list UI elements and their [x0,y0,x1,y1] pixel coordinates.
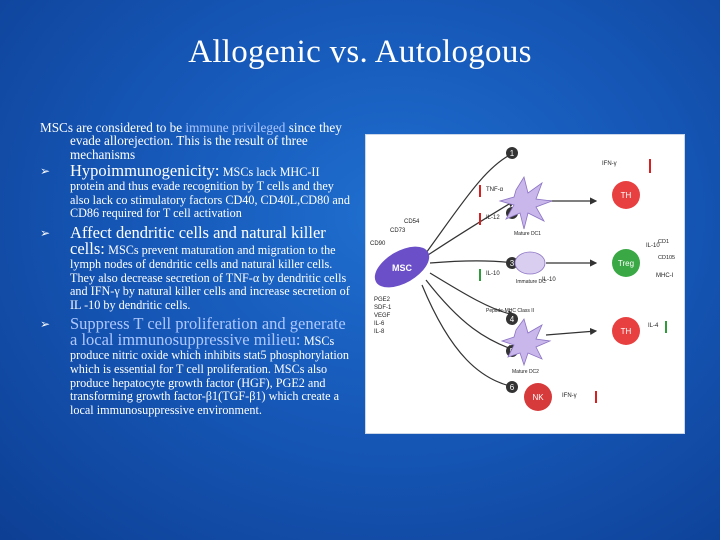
bullet-text: MSCs lack MHC-II protein and thus evade … [70,165,350,221]
pathway-line-3 [429,258,516,266]
soluble-factor: IL-8 [374,329,385,335]
soluble-factor: IL-6 [374,321,385,327]
factor-label: IL-12 [486,215,500,221]
pathway-line-2 [427,200,516,256]
bullet-text: MSCs prevent maturation and migration to… [70,243,350,312]
factor-label: MHC-I [656,273,674,279]
bullet-heading: Hypoimmunogenicity: [70,161,220,181]
svg-text:Mature DC2: Mature DC2 [512,369,539,375]
svg-text:TH: TH [621,191,632,200]
bullet-dendritic-nk: ➢ Affect dendritic cells and natural kil… [40,223,352,312]
factor-label: IL-10 [486,271,500,277]
th2-cell: TH [612,317,640,345]
peptide-label: Peptide-MHC Class II [486,308,534,314]
soluble-factor: PGE2 [374,297,391,303]
mature-dc1: Mature DC1 [498,175,553,237]
msc-cell: MSC [374,246,430,288]
factor-label: IL-10 [646,243,660,249]
svg-text:Mature DC1: Mature DC1 [514,231,541,237]
step-number: 3 [510,259,515,268]
svg-text:Immature DC: Immature DC [516,279,546,285]
bullet-t-cell-suppression: ➢ Suppress T cell proliferation and gene… [40,316,352,416]
right-marker: CD105 [658,255,675,261]
pathway-line-5 [425,279,516,352]
marker-label: CD54 [404,219,420,225]
svg-text:TH: TH [621,327,632,336]
bullet-text: MSCs produce nitric oxide which inhibits… [70,334,349,417]
treg-cell: Treg [612,249,640,277]
svg-text:Treg: Treg [618,259,634,268]
factor-label: TNF-α [486,187,504,193]
msc-immunomodulation-figure: MSC CD90 CD54 CD73 PGE2 SDF-1 VEGF IL-6 … [365,134,685,434]
intro-suffix: since they evade allorejection. This is … [70,120,342,162]
bullet-heading: Affect dendritic cells and natural kille… [70,223,326,258]
step-number: 4 [510,315,515,324]
bullet-heading: Suppress T cell proliferation and genera… [70,314,346,350]
bullet-hypoimmunogenicity: ➢ Hypoimmunogenicity: MSCs lack MHC-II p… [40,161,352,221]
intro-paragraph: MSCs are considered to be immune privile… [40,121,352,161]
pathway-line-1 [425,152,516,254]
step-number: 6 [510,383,515,392]
marker-label: CD73 [390,228,406,234]
figure-diagram: MSC CD90 CD54 CD73 PGE2 SDF-1 VEGF IL-6 … [370,147,675,411]
bullet-arrow-icon: ➢ [40,164,51,179]
factor-label: IL-4 [648,323,659,329]
pathway-line-6 [421,284,516,390]
immature-dc: Immature DC [514,251,546,285]
intro-highlight: immune privileged [185,120,286,135]
nk-cell: NK [524,383,552,411]
soluble-factor: VEGF [374,313,391,319]
svg-text:NK: NK [532,393,544,402]
mature-dc2: Mature DC2 [500,318,552,375]
pathway-line-4 [429,272,516,318]
bullet-arrow-icon: ➢ [40,317,51,332]
svg-text:MSC: MSC [392,263,413,273]
slide-body: MSCs are considered to be immune privile… [40,121,352,416]
soluble-factor: SDF-1 [374,305,392,311]
marker-label: CD90 [370,241,386,247]
th-cell: TH [612,181,640,209]
factor-label: IL-10 [542,277,556,283]
step-number: 1 [510,149,515,158]
right-marker: CD1 [658,239,669,245]
bullet-arrow-icon: ➢ [40,226,51,240]
slide-title: Allogenic vs. Autologous [188,34,532,70]
factor-label: IFN-γ [602,161,617,167]
factor-label: IFN-γ [562,393,577,399]
intro-prefix: MSCs are considered to be [40,120,186,135]
